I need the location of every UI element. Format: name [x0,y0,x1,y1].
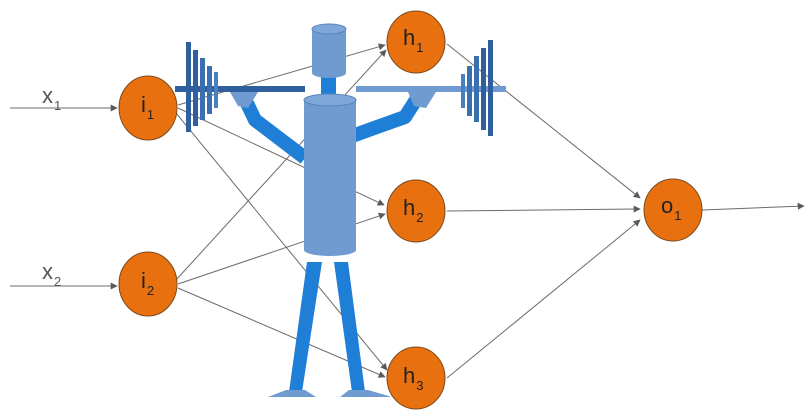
node-subscript: 2 [416,210,423,225]
node-label: i [141,268,146,293]
plate-right-3 [474,56,479,122]
edge-h2-o1 [446,205,641,213]
plate-left-3 [200,58,205,120]
hidden-node-h3: h3 [386,346,446,410]
node-label: h [403,195,415,220]
svg-text:h2: h2 [403,195,423,225]
plate-right-4 [481,48,486,130]
plate-left-5 [214,72,218,108]
plate-left-2 [193,50,198,126]
input-node-i1: i1 [118,75,178,141]
node-label: h [403,25,415,50]
node-subscript: 1 [416,40,423,55]
hidden-node-h2: h2 [386,179,446,243]
weightlifter-figure-icon [237,23,427,397]
svg-text:i1: i1 [141,92,154,122]
torso [304,100,356,250]
left-hand [230,92,258,108]
torso-bottom [304,244,356,256]
plate-left-4 [207,66,212,114]
input-label-x2: x2 [42,259,61,289]
input-label-x1: x1 [42,83,61,113]
edges-hidden-output [446,43,641,379]
edge-h1-o1 [446,43,641,199]
node-label: o [661,193,673,218]
output-arrow [701,202,805,211]
svg-text:i2: i2 [141,268,154,298]
right-hand [408,92,436,108]
edges-input-hidden [175,43,388,378]
node-label: i [141,92,146,117]
node-subscript: 2 [147,283,154,298]
output-node-o1: o1 [643,178,703,242]
torso-top [303,93,357,107]
svg-text:h1: h1 [403,25,423,55]
edge-h3-o1 [446,219,641,379]
plate-right-2 [467,66,472,116]
svg-text:o1: o1 [661,193,681,223]
right-leg [334,262,365,392]
barbell-bar-right [356,86,506,92]
edge-i2-h1 [175,49,387,281]
plate-right-1 [461,74,465,108]
input-node-i2: i2 [118,251,178,317]
barbell-bar-left [175,86,305,92]
plate-left-1 [186,42,191,132]
node-label: h [403,363,415,388]
head-bottom [312,68,346,78]
svg-text:h3: h3 [403,363,423,393]
head-top [311,23,347,35]
left-leg [289,262,322,392]
node-subscript: 1 [674,208,681,223]
barbell-icon [175,40,506,136]
head [312,29,346,73]
right-foot [340,390,392,397]
plate-right-5 [488,40,493,136]
right-arm [349,88,427,143]
hidden-node-h1: h1 [386,10,446,74]
left-foot [268,390,316,397]
node-subscript: 1 [147,107,154,122]
left-arm [237,93,310,164]
input-arrows [10,104,118,290]
node-subscript: 3 [416,378,423,393]
edge-i1-h1 [177,43,386,106]
